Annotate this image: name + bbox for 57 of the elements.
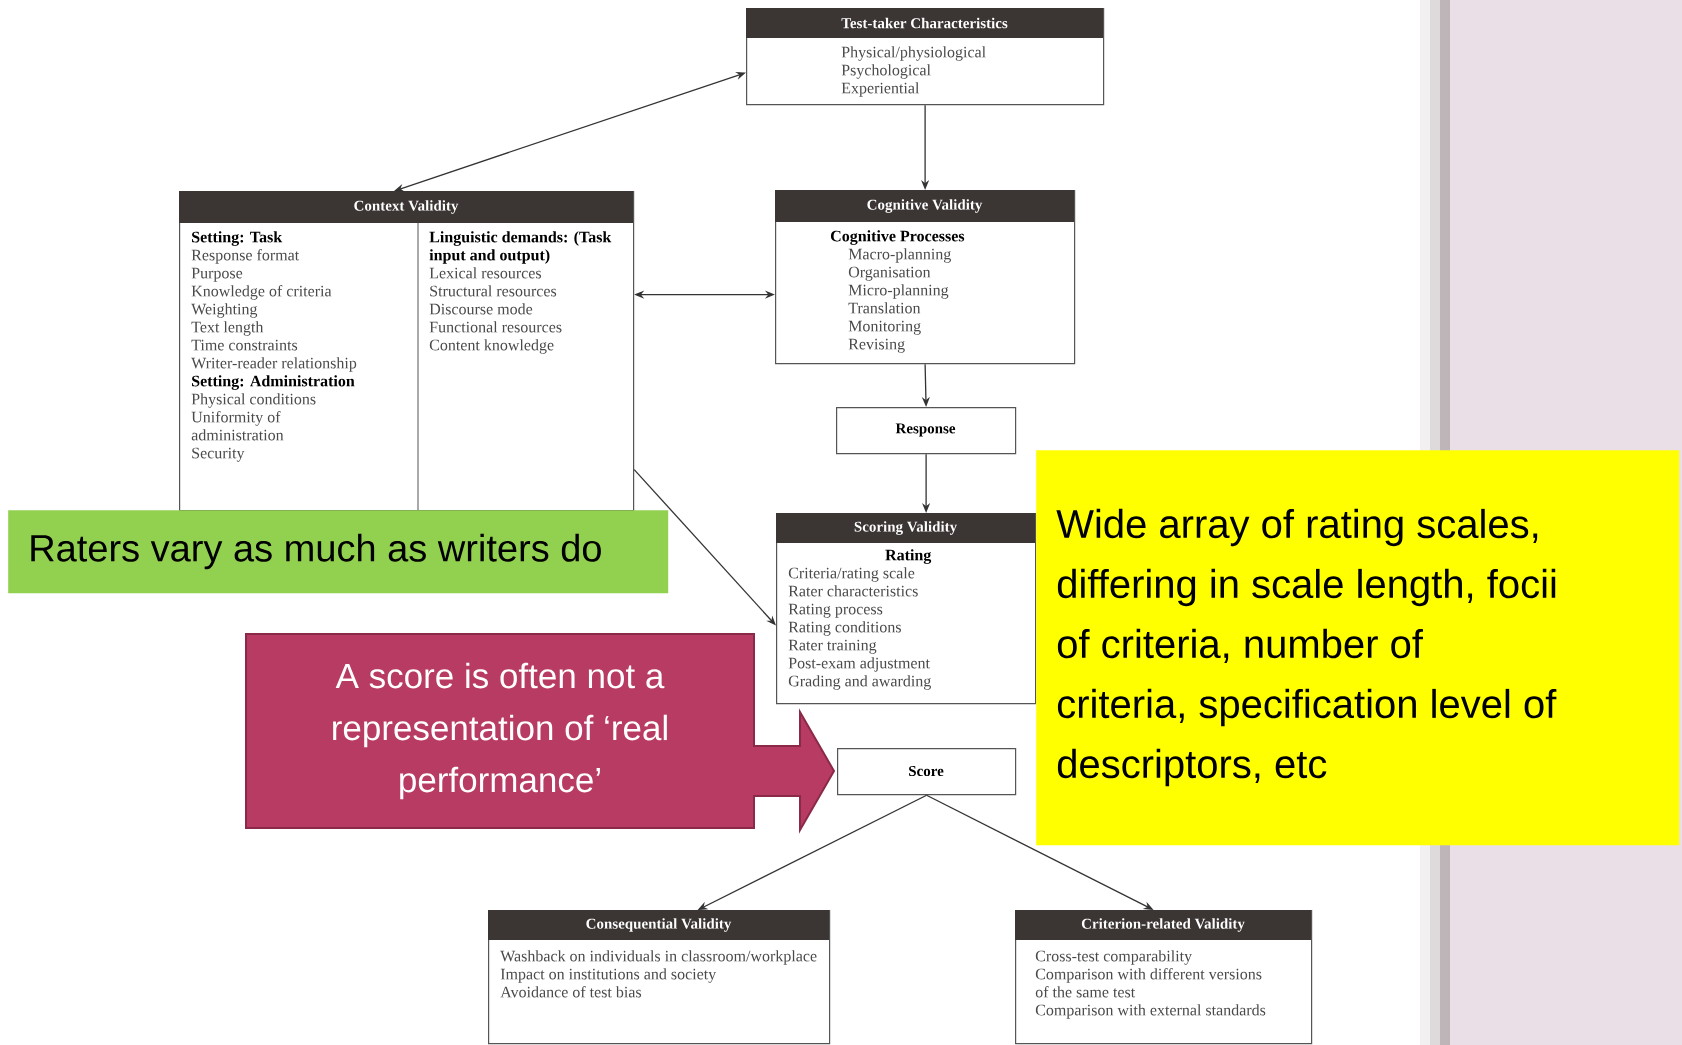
list-item: Content knowledge: [429, 339, 554, 354]
list-item: Criteria/rating scale: [788, 567, 915, 582]
list-item: Text length: [191, 321, 264, 336]
box-heading: Scoring Validity: [776, 513, 1035, 543]
box-heading: Context Validity: [179, 191, 633, 223]
list-item: Time constraints: [191, 339, 298, 351]
list-item: Organisation: [848, 266, 931, 281]
validity-box: [775, 190, 1076, 365]
validity-box: [488, 910, 831, 1045]
subheading: Setting: Administration: [192, 375, 355, 390]
list-item: Rating conditions: [788, 621, 901, 636]
list-item: Response format: [191, 249, 300, 264]
list-item: Monitoring: [848, 320, 921, 335]
subheading: Setting: Task: [192, 231, 283, 246]
list-item: Discourse mode: [429, 303, 533, 315]
list-item: Translation: [848, 302, 921, 314]
list-item: Cross-test comparability: [1035, 950, 1193, 965]
validity-box: [179, 191, 635, 512]
validity-box: [776, 513, 1037, 705]
list-item: Impact on institutions and society: [500, 968, 717, 983]
list-item: Weighting: [191, 303, 258, 318]
list-item: Physical conditions: [191, 393, 316, 408]
list-item: Revising: [848, 338, 905, 353]
validity-box: [836, 407, 1017, 455]
list-item: Functional resources: [429, 321, 562, 333]
list-item: Comparison with external standards: [1035, 1004, 1266, 1019]
list-item: Comparison with different versions of the same test: [1035, 968, 1262, 998]
list-item: Physical/physiological: [841, 46, 986, 61]
box-label: Response: [895, 423, 956, 437]
box-heading: Test-taker Characteristics: [746, 8, 1103, 38]
list-item: Rater characteristics: [788, 585, 918, 597]
list-item: Security: [192, 447, 245, 462]
box-label: Score: [909, 766, 944, 777]
validity-box: [1015, 910, 1313, 1045]
list-item: Rating process: [788, 603, 883, 618]
box-heading: Criterion-related Validity: [1015, 910, 1311, 940]
subheading: Cognitive Processes: [831, 230, 965, 245]
box-heading: Consequential Validity: [488, 910, 829, 940]
list-item: Structural resources: [430, 285, 557, 297]
list-item: Micro-planning: [848, 284, 949, 299]
list-item: Uniformity of administration: [191, 411, 284, 441]
list-item: Writer-reader relationship: [191, 357, 357, 372]
validity-box: [837, 748, 1017, 796]
callout-box: Raters vary as much as writers do: [8, 510, 669, 594]
list-item: Macro-planning: [848, 248, 951, 263]
subheading: Linguistic demands: (Task input and output): [429, 231, 612, 264]
list-item: Knowledge of criteria: [191, 285, 332, 300]
list-item: Lexical resources: [429, 267, 542, 279]
list-item: Psychological: [841, 64, 931, 79]
box-heading: Cognitive Validity: [775, 190, 1074, 222]
list-item: Washback on individuals in classroom/workplace: [500, 950, 817, 965]
subheading: Rating: [885, 549, 932, 564]
list-item: Avoidance of test bias: [500, 986, 642, 998]
list-item: Purpose: [191, 267, 243, 282]
list-item: Experiential: [841, 82, 920, 97]
validity-box: [746, 8, 1105, 106]
callout-box: Wide array of rating scales, differing in scale length, focii of criteria, number of criteria, specification level of descriptors, etc: [1036, 450, 1680, 846]
